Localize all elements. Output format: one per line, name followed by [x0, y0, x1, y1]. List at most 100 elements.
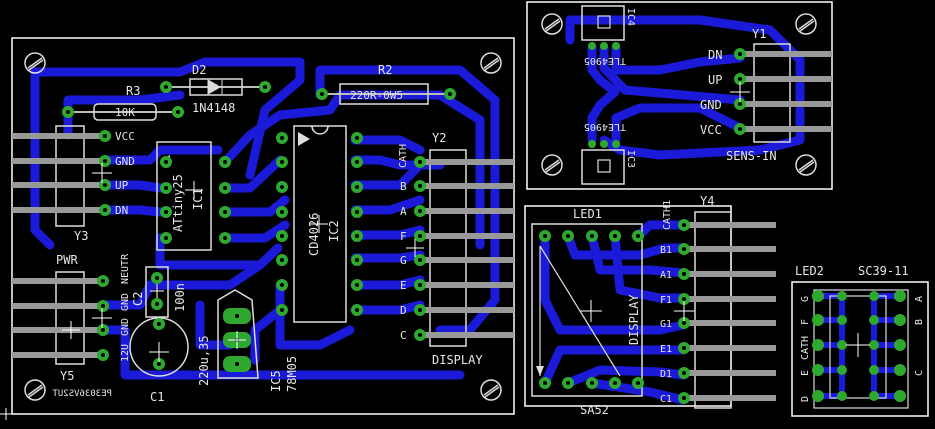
sensor-board: IC4 TLE4905 IC3 TLE4905 DN	[526, 1, 833, 190]
y5-name: Y5	[60, 369, 74, 383]
y2-pin-5: G	[400, 254, 407, 267]
y3-name: Y3	[74, 229, 88, 243]
y2-pin-6: E	[400, 279, 407, 292]
led2-left-pin-5: D	[800, 396, 811, 402]
led2-left-pin-2: F	[800, 319, 811, 325]
mirrored-board-text: PE3036VS2UT	[52, 389, 112, 399]
ic2-value: CD4026	[307, 213, 321, 256]
y1-value: SENS-IN	[726, 149, 777, 163]
connector-y4[interactable]: CATH1 B1 A1 F1 G1 E1 D1 C1 Y4	[660, 194, 776, 409]
y5-pin-3: GND	[120, 293, 131, 311]
y2-pin-8: C	[400, 329, 407, 342]
y4-pin-4: F1	[660, 295, 672, 306]
r3-value: 10K	[115, 106, 135, 119]
led2-board: LED2 SC39-11 G F CATH E D A B C	[791, 264, 929, 417]
y5-pin-2: GND	[120, 318, 131, 336]
y4-name: Y4	[700, 194, 714, 208]
y2-pin-7: D	[400, 304, 407, 317]
ic3-value: TLE4905	[584, 121, 626, 132]
y5-pin-1: 12U	[120, 344, 131, 362]
led2-left-pin-1: G	[800, 296, 811, 302]
display-board: LED1 SA52 DISPLAY	[524, 194, 776, 417]
led1-name: LED1	[573, 207, 602, 221]
led2-component[interactable]: LED2 SC39-11 G F CATH E D A B C	[795, 264, 925, 409]
capacitor-c2[interactable]: C2 100n	[131, 266, 187, 318]
main-board-traces	[30, 57, 500, 380]
ic-ic2[interactable]: CD4026 IC2	[276, 125, 363, 323]
r2-value: 220R-0W5	[350, 89, 403, 102]
hall-sensor-ic3[interactable]: IC3 TLE4905	[581, 121, 636, 185]
y5-pin-4: NEUTR	[120, 253, 131, 284]
ic5-name: IC5	[269, 370, 283, 392]
y5-value: PWR	[56, 253, 78, 267]
connector-y2[interactable]: CATH B A F G E D C Y2 DISPLAY	[398, 131, 514, 367]
connector-y5[interactable]: PWR Y5 12U GND GND NEUTR	[12, 253, 131, 383]
connector-y1[interactable]: DN UP GND VCC Y1 SENS-IN	[700, 27, 832, 163]
y1-pin-3: GND	[700, 98, 722, 112]
y1-pin-2: UP	[708, 73, 722, 87]
c2-name: C2	[131, 292, 145, 306]
mount-holes-main	[24, 52, 502, 401]
r3-name: R3	[126, 84, 140, 98]
ic-ic1[interactable]: ATtiny25 IC1	[156, 141, 231, 251]
c1-name: C1	[150, 390, 164, 404]
y4-pin-8: C1	[660, 394, 672, 405]
led2-right-pin-2: B	[914, 319, 925, 325]
led2-right-pin-1: A	[914, 296, 925, 302]
ic5-value: 78M05	[285, 356, 299, 392]
led2-value: SC39-11	[858, 264, 909, 278]
main-board: D2 1N4148 R3 10K R2 220R-0W5	[11, 37, 515, 415]
sensor-board-outline	[526, 1, 833, 190]
y1-name: Y1	[752, 27, 766, 41]
y4-pin-2: B1	[660, 245, 672, 256]
y1-pin-4: VCC	[700, 123, 722, 137]
y3-pin-4: DN	[115, 204, 128, 217]
origin-marker	[0, 408, 12, 420]
capacitor-c1[interactable]: C1 220u,35	[129, 317, 211, 404]
led2-name: LED2	[795, 264, 824, 278]
c2-value: 100n	[173, 283, 187, 312]
y2-value: DISPLAY	[432, 353, 483, 367]
c1-value: 220u,35	[197, 335, 211, 386]
y3-pin-3: UP	[115, 179, 129, 192]
y2-pin-1: CATH	[398, 144, 409, 168]
main-board-outline	[11, 37, 515, 415]
d2-name: D2	[192, 63, 206, 77]
ic1-name: IC1	[191, 188, 205, 210]
ic3-name: IC3	[625, 150, 636, 168]
regulator-ic5[interactable]: IC5 78M05	[217, 289, 299, 392]
led1-display[interactable]: LED1 SA52 DISPLAY	[531, 207, 644, 417]
led2-right-pin-3: C	[914, 370, 925, 376]
diode-d2[interactable]: D2 1N4148	[160, 63, 271, 115]
d2-value: 1N4148	[192, 101, 235, 115]
y4-pin-3: A1	[660, 270, 672, 281]
y4-pin-7: D1	[660, 369, 672, 380]
y2-pin-4: F	[400, 230, 407, 243]
y3-pin-1: VCC	[115, 130, 135, 143]
ic4-name: IC4	[625, 8, 636, 26]
led1-label: DISPLAY	[627, 294, 641, 345]
y3-pin-2: GND	[115, 155, 135, 168]
connector-y3[interactable]: VCC GND UP DN Y3	[12, 125, 135, 243]
y2-pin-3: A	[400, 205, 407, 218]
ic1-value: ATtiny25	[171, 174, 185, 232]
led2-left-pin-3: CATH	[800, 336, 811, 360]
sensor-board-traces	[565, 15, 805, 160]
y1-pin-1: DN	[708, 48, 722, 62]
led1-value: SA52	[580, 403, 609, 417]
hall-sensor-ic4[interactable]: IC4 TLE4905	[581, 5, 636, 66]
y4-pin-6: E1	[660, 344, 672, 355]
ic4-value: TLE4905	[584, 55, 626, 66]
resistor-r2[interactable]: R2 220R-0W5	[316, 63, 456, 105]
y2-name: Y2	[432, 131, 446, 145]
led2-board-outline	[791, 281, 929, 417]
ic2-name: IC2	[327, 220, 341, 242]
r2-name: R2	[378, 63, 392, 77]
resistor-r3[interactable]: R3 10K	[62, 84, 184, 121]
y4-pin-5: G1	[660, 319, 672, 330]
mount-holes-sensor	[541, 13, 817, 176]
y4-pin-1: CATH1	[662, 200, 673, 230]
led2-left-pin-4: E	[800, 370, 811, 376]
y2-pin-2: B	[400, 180, 407, 193]
